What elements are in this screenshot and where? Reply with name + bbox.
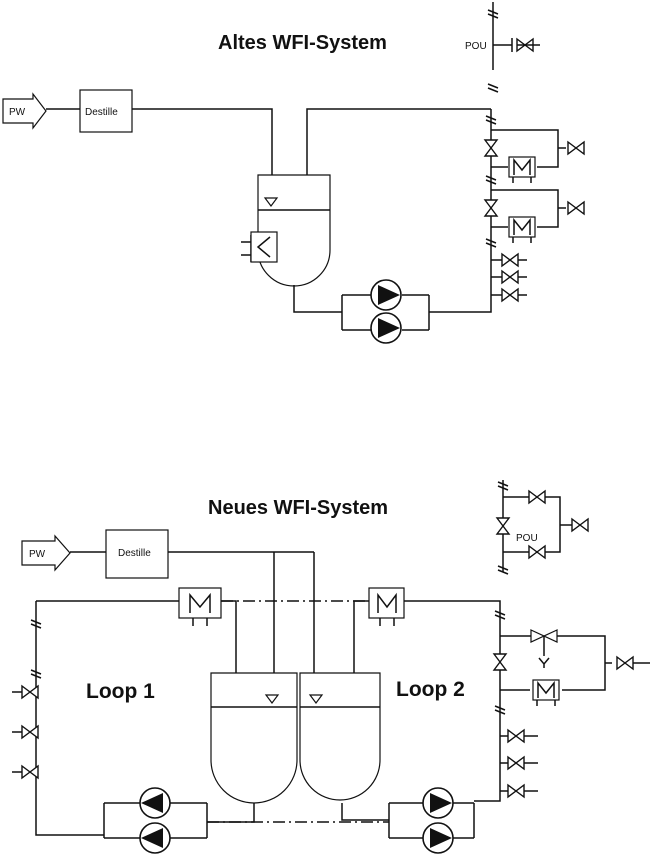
old-branch-1 [484, 115, 585, 184]
loop2-drain-valves [500, 729, 538, 798]
new-pw-label: PW [29, 549, 46, 560]
old-return-line [306, 108, 491, 175]
old-distiller: Destille [79, 89, 133, 133]
loop2-heat-exchanger [368, 587, 405, 626]
loop2-pump-2-icon [422, 822, 454, 854]
loop1-riser [35, 601, 104, 836]
old-distiller-label: Destille [85, 107, 118, 118]
new-pou-detail: POU [496, 480, 589, 575]
old-storage-tank [241, 174, 331, 287]
loop1-heat-exchanger [178, 587, 222, 626]
old-pump-2-icon [370, 312, 402, 344]
loop2-pump-manifold [388, 802, 475, 839]
new-pou-label: POU [516, 533, 538, 544]
loop2-label: Loop 2 [396, 678, 465, 701]
loop1-pump-2-icon [139, 822, 171, 854]
old-tank-outlet [293, 285, 342, 313]
old-pump-1-icon [370, 279, 402, 311]
loop1-pump-1-icon [139, 787, 171, 819]
new-system-title: Neues WFI-System [208, 497, 388, 519]
new-distiller-to-tanks [168, 551, 315, 673]
old-supply-riser [429, 109, 492, 313]
loop1-storage-tank [210, 672, 298, 804]
old-pw-source: PW [2, 92, 47, 130]
loop2-pou-branch [500, 629, 650, 707]
loop2-storage-tank [299, 672, 381, 801]
old-branch-2 [484, 175, 585, 244]
loop1-pump-manifold [103, 802, 208, 839]
new-pou-valve-icon [496, 517, 510, 535]
loop1-drain-valves [12, 685, 39, 779]
old-system-title: Altes WFI-System [218, 32, 387, 54]
old-pw-label: PW [9, 107, 26, 118]
new-distiller-label: Destille [118, 548, 151, 559]
loop2-pump-1-icon [422, 787, 454, 819]
old-tank-heater [250, 231, 278, 263]
loop1-label: Loop 1 [86, 680, 155, 703]
old-distiller-to-tank [132, 108, 273, 175]
old-pou-label: POU [465, 41, 487, 52]
new-distiller: Destille [105, 529, 169, 579]
new-pw-source: PW [21, 534, 71, 572]
old-drain-valves [491, 253, 527, 302]
old-pou-pipe [492, 2, 512, 70]
